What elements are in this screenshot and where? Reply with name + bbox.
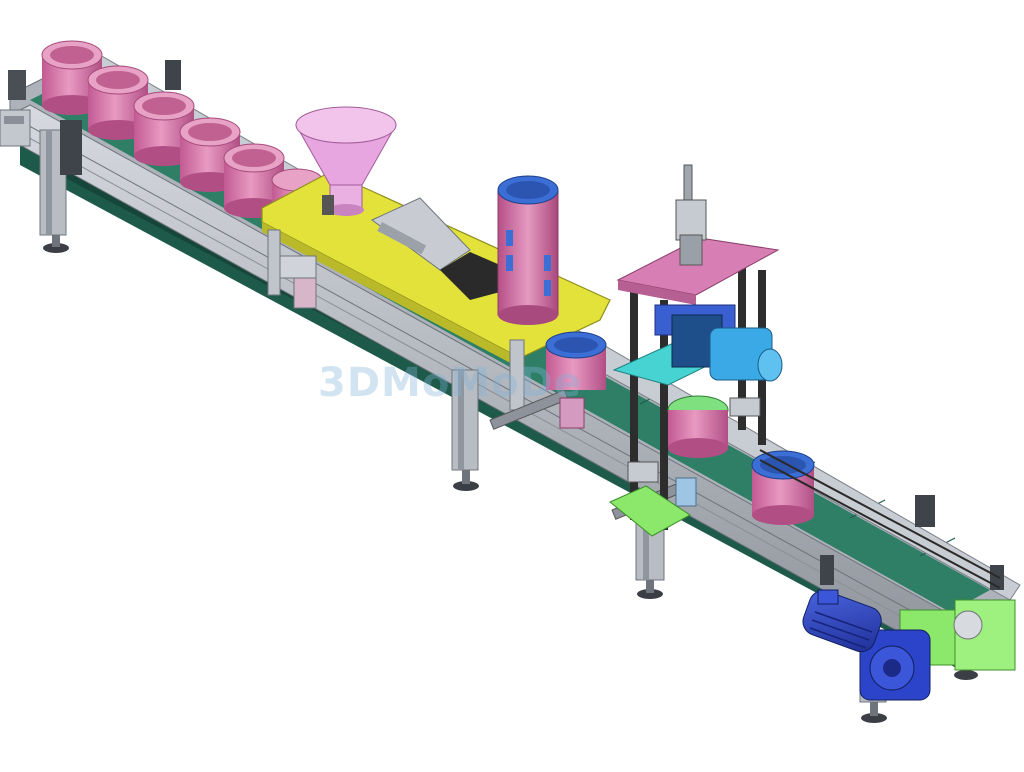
capped-jar xyxy=(751,450,815,525)
side-guides xyxy=(759,449,1004,590)
hopper xyxy=(295,106,397,216)
watermark-text: 3DMoMoDe xyxy=(318,360,582,406)
leg xyxy=(954,670,978,680)
left-end-bracket xyxy=(0,60,181,175)
drive-motor xyxy=(802,589,1016,701)
jar-stack-tube xyxy=(497,175,559,325)
capping-press xyxy=(609,164,783,537)
leg xyxy=(451,369,479,491)
pneumatic-cylinder xyxy=(489,389,585,430)
jar-row xyxy=(41,40,323,218)
capped-jar xyxy=(545,331,607,390)
